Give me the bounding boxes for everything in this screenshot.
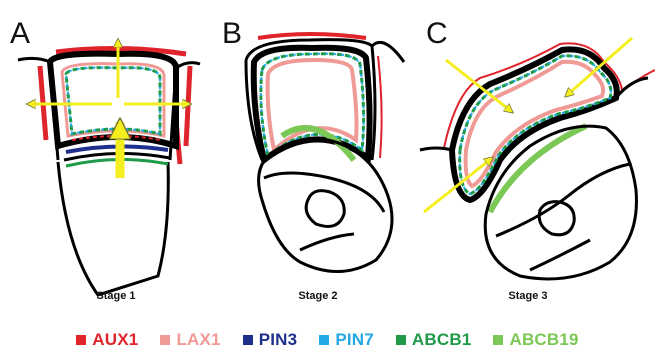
root-cap-inner-c <box>496 164 630 270</box>
panel-letter-c: C <box>426 17 448 50</box>
legend-swatch-pin7 <box>319 335 329 345</box>
stage-label-3: Stage 3 <box>508 290 547 302</box>
legend-label-pin7: PIN7 <box>335 330 374 350</box>
legend-label-abcb1: ABCB1 <box>412 330 472 350</box>
panel-b: B Stage 2 <box>222 17 404 302</box>
legend-swatch-abcb19 <box>493 335 503 345</box>
panel-letter-b: B <box>222 17 242 50</box>
root-cap-inner-b <box>264 173 384 250</box>
legend-item-pin3: PIN3 <box>243 330 298 350</box>
root-cap-outline-a <box>58 162 168 295</box>
legend-item-lax1: LAX1 <box>160 330 220 350</box>
legend-item-abcb1: ABCB1 <box>396 330 472 350</box>
aux1-outer-right-a <box>186 66 190 146</box>
legend-swatch-lax1 <box>160 335 170 345</box>
legend-item-pin7: PIN7 <box>319 330 374 350</box>
abcb1-ring-a <box>66 68 160 134</box>
legend-label-pin3: PIN3 <box>259 330 298 350</box>
panel-a: A Stage 1 <box>10 17 200 302</box>
lax1-ring-b <box>268 60 357 150</box>
stage-label-1: Stage 1 <box>96 290 135 302</box>
legend-swatch-aux1 <box>76 335 86 345</box>
legend-swatch-abcb1 <box>396 335 406 345</box>
pin7-ring-a <box>66 68 160 134</box>
legend-item-abcb19: ABCB19 <box>493 330 578 350</box>
aux1-outer-right-b <box>378 56 382 158</box>
legend-label-abcb19: ABCB19 <box>509 330 578 350</box>
panel-c: C Stage 3 <box>420 17 655 302</box>
aux1-outer-top-b <box>258 34 366 38</box>
stage-label-2: Stage 2 <box>298 290 337 302</box>
legend-swatch-pin3 <box>243 335 253 345</box>
panel-letter-a: A <box>10 17 30 50</box>
legend-item-aux1: AUX1 <box>76 330 138 350</box>
legend-label-lax1: LAX1 <box>176 330 220 350</box>
lax1-ring-a <box>62 64 164 136</box>
legend: AUX1 LAX1 PIN3 PIN7 ABCB1 ABCB19 <box>0 328 655 352</box>
legend-label-aux1: AUX1 <box>92 330 138 350</box>
